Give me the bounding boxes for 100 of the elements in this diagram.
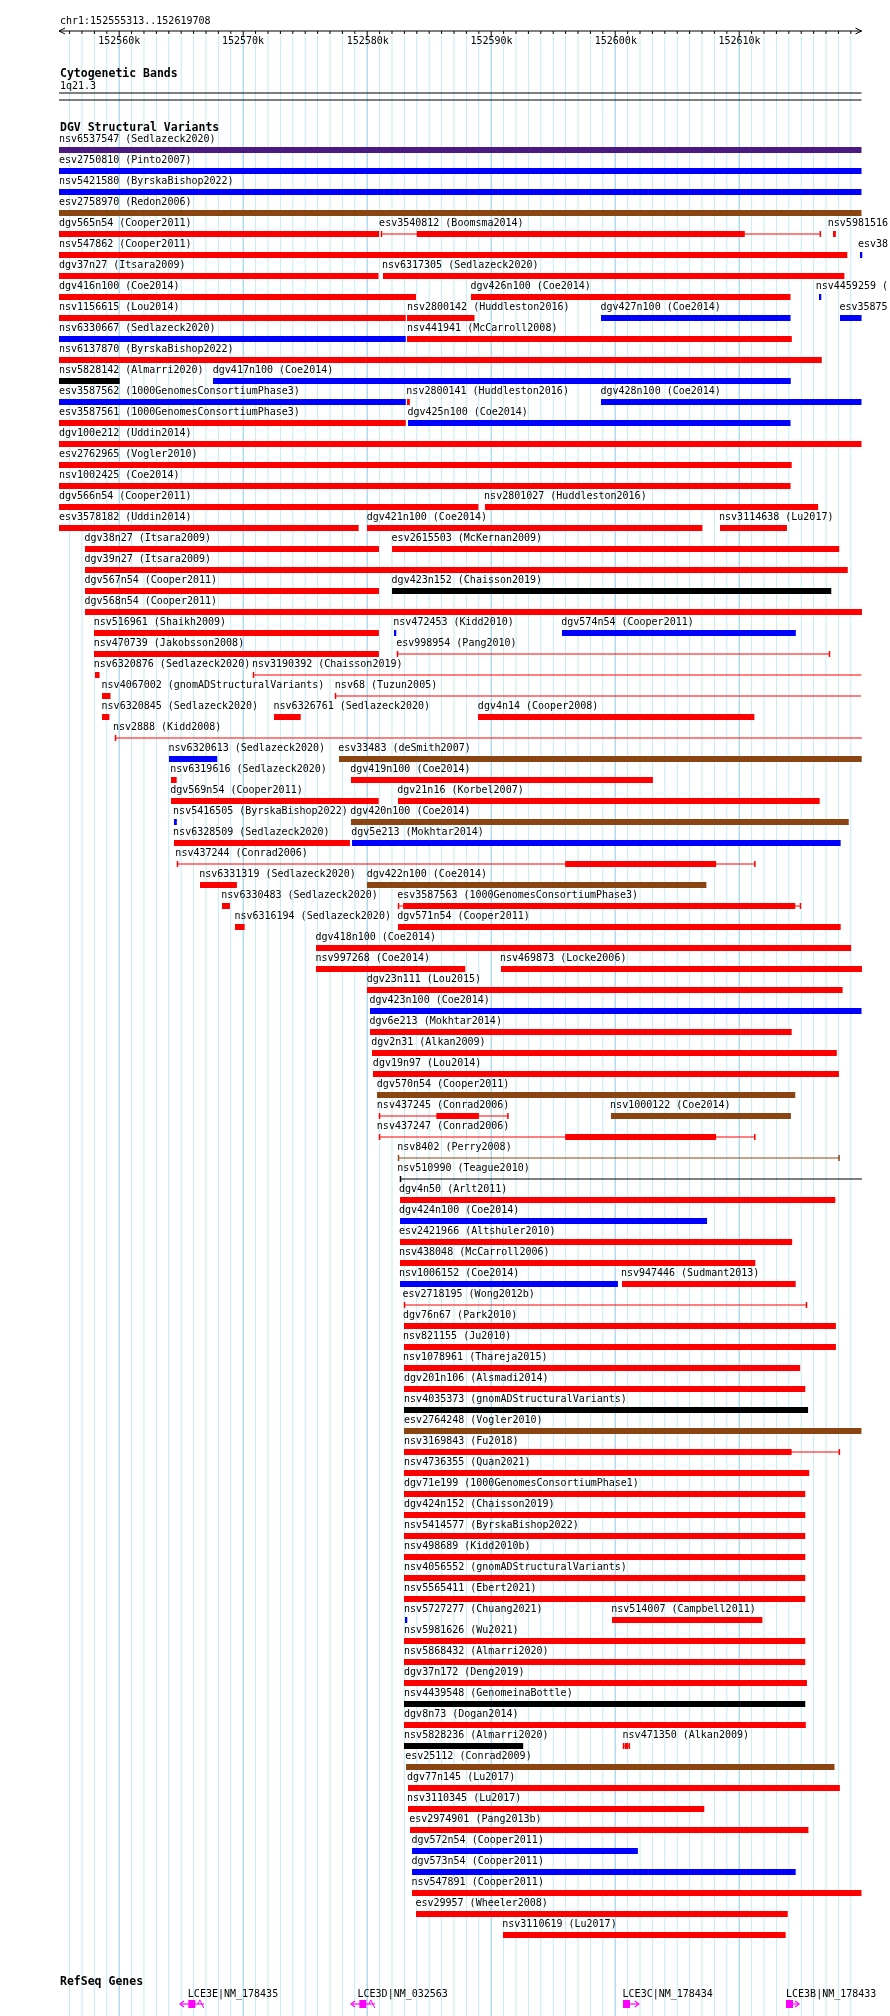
variant-label: nsv516961 (Shaikh2009) — [93, 616, 227, 628]
variant-label: dgv423n100 (Coe2014) — [369, 994, 490, 1006]
variant-label: dgv426n100 (Coe2014) — [470, 280, 591, 292]
tick-label: 152590k — [470, 35, 513, 47]
variant-label: nsv441941 (McCarroll2008) — [406, 322, 558, 334]
variant-label: dgv420n100 (Coe2014) — [350, 805, 471, 817]
variant-label: dgv418n100 (Coe2014) — [315, 931, 436, 943]
variant-label: esv38 — [857, 238, 888, 250]
gene-label: LCE3B|NM_178433 — [786, 1988, 877, 2000]
variant-label: nsv947446 (Sudmant2013) — [620, 1267, 760, 1279]
variant-label: dgv71e199 (1000GenomesConsortiumPhase1) — [404, 1477, 639, 1489]
variant-label: nsv4736355 (Quan2021) — [404, 1456, 531, 1468]
variant-label: dgv37n172 (Deng2019) — [404, 1666, 525, 1678]
variant-label: dgv19n97 (Lou2014) — [372, 1057, 482, 1069]
tick-label: 152610k — [718, 35, 761, 47]
variant-label: esv2758970 (Redon2006) — [59, 196, 192, 208]
track-title: Cytogenetic Bands — [60, 67, 178, 80]
variant-label: nsv4035373 (gnomADStructuralVariants) — [404, 1393, 627, 1405]
variant-label: dgv4n14 (Cooper2008) — [477, 700, 599, 712]
variant-label: esv2615503 (McKernan2009) — [391, 532, 543, 544]
variant-label: nsv6320845 (Sedlazeck2020) — [101, 700, 259, 712]
variant-label: nsv3110619 (Lu2017) — [502, 1918, 617, 1930]
variant-label: nsv997268 (Coe2014) — [315, 952, 430, 964]
variant-label: dgv417n100 (Coe2014) — [212, 364, 334, 376]
variant-label: esv2750810 (Pinto2007) — [59, 154, 192, 166]
variant-label: nsv5727277 (Chuang2021) — [404, 1603, 543, 1615]
variant-label: nsv4439548 (GenomeinaBottle) — [404, 1687, 573, 1699]
variant-label: esv2762965 (Vogler2010) — [59, 448, 198, 460]
variant-label: nsv498689 (Kidd2010b) — [404, 1540, 531, 1552]
variant-label: dgv21n16 (Korbel2007) — [397, 784, 524, 796]
variant-label: esv2421966 (Altshuler2010) — [398, 1225, 556, 1237]
variant-label: nsv5414577 (ByrskaBishop2022) — [404, 1519, 579, 1531]
band-label: 1q21.3 — [60, 80, 97, 92]
variant-label: nsv1002425 (Coe2014) — [59, 469, 180, 481]
variant-label: esv3587561 (1000GenomesConsortiumPhase3) — [59, 406, 300, 418]
variant-label: dgv37n27 (Itsara2009) — [59, 259, 186, 271]
variant-label: nsv437247 (Conrad2006) — [376, 1120, 510, 1132]
tick-label: 152600k — [594, 35, 637, 47]
variant-label: nsv1078961 (Thareja2015) — [402, 1351, 548, 1363]
variant-label: nsv821155 (Ju2010) — [402, 1330, 512, 1342]
variant-label: nsv6326761 (Sedlazeck2020) — [273, 700, 431, 712]
variant-label: nsv5868432 (Almarri2020) — [404, 1645, 549, 1657]
variant-label: dgv570n54 (Cooper2011) — [376, 1078, 510, 1090]
variant-label: nsv2801027 (Huddleston2016) — [484, 490, 647, 502]
variant-label: dgv39n27 (Itsara2009) — [84, 553, 211, 565]
variant-label: dgv573n54 (Cooper2011) — [411, 1855, 544, 1867]
tick-label: 152570k — [221, 35, 265, 47]
variant-label: nsv4459259 ( — [815, 280, 888, 292]
variant-label: dgv5e213 (Mokhtar2014) — [351, 826, 484, 838]
variant-label: dgv425n100 (Coe2014) — [407, 406, 528, 418]
variant-label: dgv428n100 (Coe2014) — [600, 385, 721, 397]
variant-label: nsv438048 (McCarroll2006) — [398, 1246, 550, 1258]
variant-label: dgv4n50 (Arlt2011) — [398, 1183, 508, 1195]
variant-label: esv3587562 (1000GenomesConsortiumPhase3) — [59, 385, 300, 397]
variant-label: dgv568n54 (Cooper2011) — [84, 595, 217, 607]
variant-label: nsv514007 (Campbell2011) — [611, 1603, 756, 1615]
variant-label: dgv201n106 (Alsmadi2014) — [404, 1372, 549, 1384]
variant-label: esv35875 — [839, 301, 888, 313]
variant-label: nsv5981516 — [827, 217, 888, 229]
variant-label: nsv2800141 (Huddleston2016) — [406, 385, 569, 397]
variant-label: nsv2888 (Kidd2008) — [112, 721, 222, 733]
track-title: RefSeq Genes — [60, 1975, 144, 1988]
variant-label: dgv6e213 (Mokhtar2014) — [369, 1015, 502, 1027]
variant-label: nsv6330483 (Sedlazeck2020) — [221, 889, 378, 901]
variant-label: nsv1006152 (Coe2014) — [398, 1267, 520, 1279]
variant-label: nsv6137870 (ByrskaBishop2022) — [59, 343, 234, 355]
gene-label: LCE3E|NM_178435 — [187, 1988, 279, 2000]
variant-label: nsv5828236 (Almarri2020) — [404, 1729, 549, 1741]
variant-label: nsv3114638 (Lu2017) — [719, 511, 834, 523]
variant-label: nsv5565411 (Ebert2021) — [404, 1582, 537, 1594]
variant-label: esv25112 (Conrad2009) — [405, 1750, 532, 1762]
variant-label: esv3578182 (Uddin2014) — [59, 511, 192, 523]
variant-label: esv3540812 (Boomsma2014) — [379, 217, 524, 229]
variant-label: nsv547862 (Cooper2011) — [59, 238, 192, 250]
variant-label: dgv8n73 (Dogan2014) — [404, 1708, 519, 1720]
variant-label: dgv422n100 (Coe2014) — [366, 868, 488, 880]
variant-label: nsv510990 (Teague2010) — [397, 1162, 530, 1174]
variant-label: dgv416n100 (Coe2014) — [59, 280, 180, 292]
variant-label: dgv100e212 (Uddin2014) — [59, 427, 192, 439]
variant-label: dgv76n67 (Park2010) — [402, 1309, 518, 1321]
variant-label: nsv6330667 (Sedlazeck2020) — [59, 322, 216, 334]
variant-label: dgv571n54 (Cooper2011) — [397, 910, 530, 922]
variant-label: esv29957 (Wheeler2008) — [415, 1897, 548, 1909]
variant-label: dgv566n54 (Cooper2011) — [59, 490, 192, 502]
variant-label: nsv437245 (Conrad2006) — [376, 1099, 510, 1111]
variant-label: nsv2800142 (Huddleston2016) — [406, 301, 570, 313]
variant-label: dgv419n100 (Coe2014) — [350, 763, 471, 775]
variant-label: nsv472453 (Kidd2010) — [393, 616, 514, 628]
variant-label: nsv547891 (Cooper2011) — [411, 1876, 544, 1888]
variant-label: dgv572n54 (Cooper2011) — [411, 1834, 544, 1846]
variant-label: dgv2n31 (Alkan2009) — [371, 1036, 486, 1048]
variant-label: dgv427n100 (Coe2014) — [600, 301, 721, 313]
variant-label: nsv5981626 (Wu2021) — [404, 1624, 519, 1636]
variant-label: dgv421n100 (Coe2014) — [366, 511, 488, 523]
variant-label: nsv5828142 (Almarri2020) — [59, 364, 204, 376]
variant-label: nsv6320876 (Sedlazeck2020) — [93, 658, 251, 670]
variant-label: dgv567n54 (Cooper2011) — [84, 574, 217, 586]
variant-label: nsv437244 (Conrad2006) — [175, 847, 308, 859]
variant-label: dgv38n27 (Itsara2009) — [84, 532, 211, 544]
variant-label: dgv424n152 (Chaisson2019) — [404, 1498, 555, 1510]
